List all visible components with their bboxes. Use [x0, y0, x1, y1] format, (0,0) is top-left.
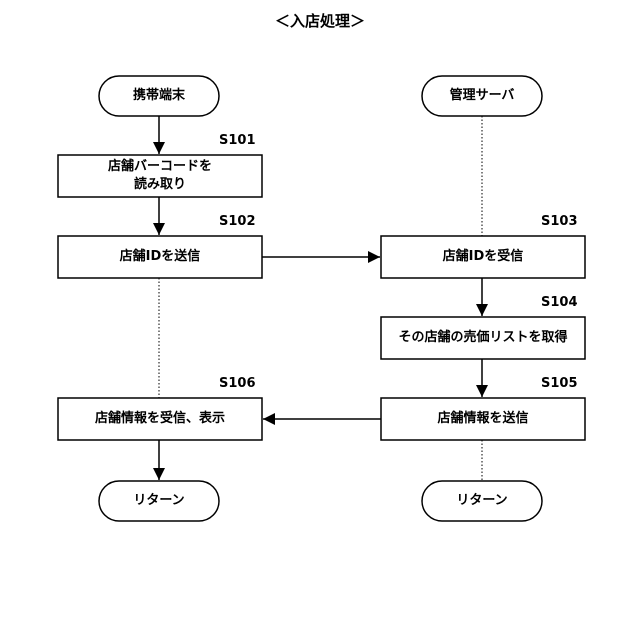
step-label-s102: S102 — [219, 214, 256, 229]
label-return-left: リターン — [99, 492, 219, 510]
label-s101-line1: 店舗バーコードを — [58, 158, 262, 176]
label-portable-terminal: 携帯端末 — [99, 87, 219, 105]
step-label-s103: S103 — [541, 214, 578, 229]
label-return-right: リターン — [422, 492, 542, 510]
step-label-s105: S105 — [541, 376, 578, 391]
diagram-title: ＜入店処理＞ — [0, 10, 640, 31]
label-s103: 店舗IDを受信 — [381, 248, 585, 266]
step-label-s104: S104 — [541, 295, 578, 310]
label-s105: 店舗情報を送信 — [381, 410, 585, 428]
label-s101-line2: 読み取り — [58, 176, 262, 194]
label-s104: その店舗の売価リストを取得 — [381, 329, 585, 347]
step-label-s101: S101 — [219, 133, 256, 148]
label-management-server: 管理サーバ — [422, 87, 542, 105]
label-s106: 店舗情報を受信、表示 — [58, 410, 262, 428]
label-s102: 店舗IDを送信 — [58, 248, 262, 266]
step-label-s106: S106 — [219, 376, 256, 391]
